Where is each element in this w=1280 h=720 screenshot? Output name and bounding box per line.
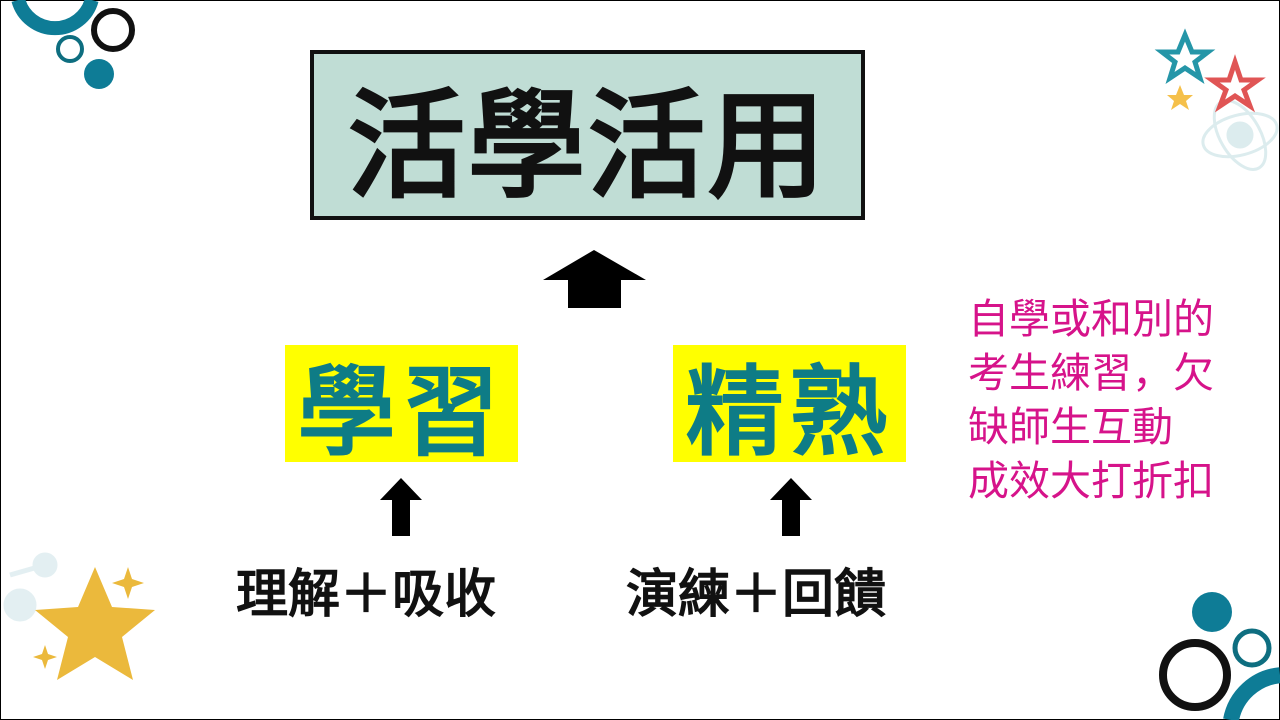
note-line: 缺師生互動 [968,403,1173,451]
big-up-arrow-icon [543,250,646,308]
mastery-box: 精熟 [673,345,906,470]
left-up-arrow-icon [380,478,422,536]
title-box: 活學活用 [310,50,865,220]
note-line: 考生練習，欠 [968,349,1214,397]
understand-absorb-text: 理解＋吸收 [236,565,497,625]
note-line: 成效大打折扣 [968,457,1214,505]
stars-atom-decoration [1154,28,1279,171]
circles-decoration-bottom-right [1159,592,1280,720]
note-line: 自學或和別的 [968,295,1214,343]
learning-box: 學習 [285,345,518,470]
star-decoration-bottom-left [3,552,155,680]
note-text: 自學或和別的 考生練習，欠 缺師生互動 成效大打折扣 [968,292,1214,508]
right-up-arrow-icon [770,478,812,536]
circles-decoration-top-left [11,0,135,89]
practice-feedback-text: 演練＋回饋 [626,565,887,625]
